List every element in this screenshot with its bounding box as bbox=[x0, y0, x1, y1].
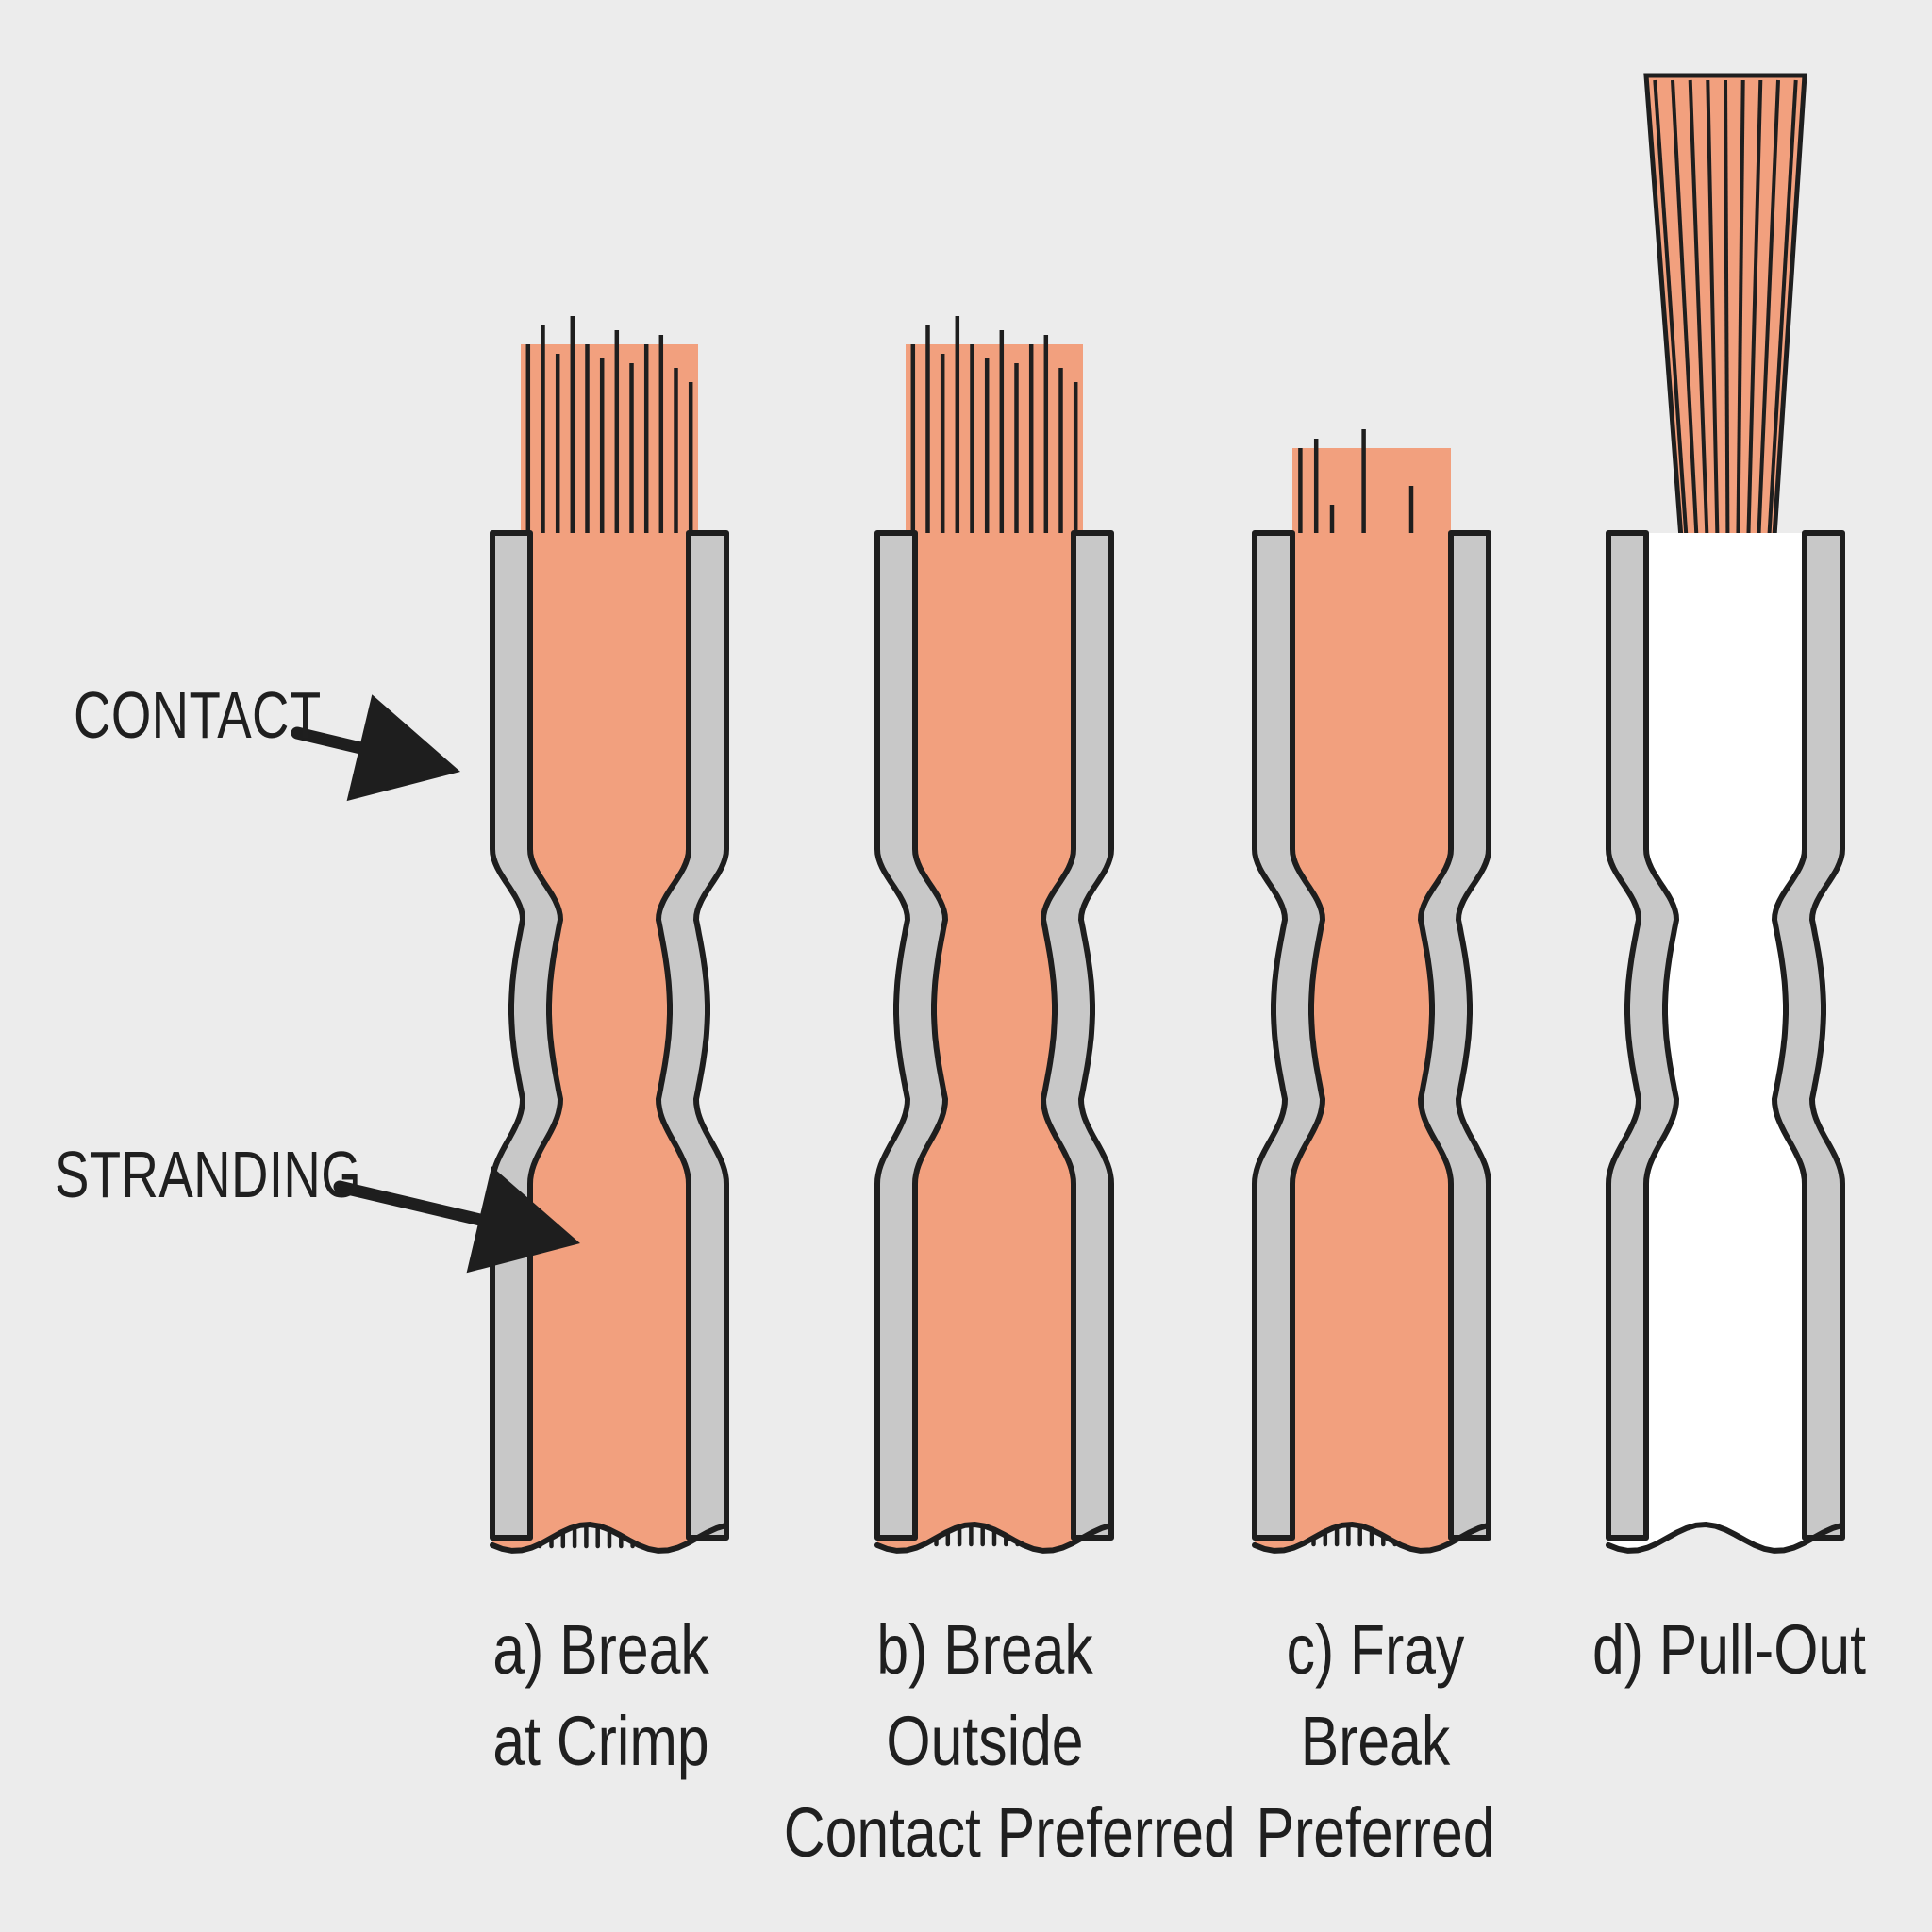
contact-c-wall-left bbox=[1252, 530, 1325, 1541]
caption-a-line-1: a) Break bbox=[492, 1610, 709, 1689]
caption-b-line-1: b) Break bbox=[876, 1610, 1093, 1689]
caption-b-line-2: Outside bbox=[886, 1702, 1084, 1780]
contact-a bbox=[490, 316, 729, 1554]
contact-b-cut-edge bbox=[874, 1521, 1114, 1554]
contact-c bbox=[1252, 429, 1491, 1554]
contact-arrow-shaft bbox=[291, 726, 366, 755]
caption-c: c) Fray Break Preferred bbox=[1130, 1604, 1621, 1878]
contact-a-wall-right bbox=[656, 530, 729, 1541]
stranding-label: STRANDING bbox=[55, 1138, 362, 1211]
contact-a-cut-edge bbox=[490, 1521, 729, 1554]
caption-c-line-3: Preferred bbox=[1256, 1793, 1495, 1872]
contact-b-bore bbox=[877, 533, 1111, 1551]
stranding-arrow-shaft bbox=[333, 1180, 486, 1226]
caption-c-line-2: Break bbox=[1300, 1702, 1451, 1780]
contact-d-wall-right bbox=[1772, 530, 1845, 1541]
contact-d-wall-left bbox=[1606, 530, 1679, 1541]
contact-c-wall-right bbox=[1418, 530, 1491, 1541]
caption-d-line-1: d) Pull-Out bbox=[1591, 1610, 1866, 1689]
contact-label: CONTACT bbox=[74, 678, 322, 752]
caption-d: d) Pull-Out bbox=[1484, 1604, 1932, 1695]
contact-c-cut-edge bbox=[1252, 1521, 1491, 1554]
contact-c-bore bbox=[1255, 533, 1489, 1551]
stranding-arrow-head bbox=[466, 1166, 580, 1274]
contact-b-wall-left bbox=[874, 530, 948, 1541]
contact-b bbox=[874, 316, 1114, 1554]
caption-c-line-1: c) Fray bbox=[1286, 1610, 1465, 1689]
caption-b: b) Break Outside Contact Preferred bbox=[740, 1604, 1236, 1878]
contact-arrow-head bbox=[346, 694, 460, 802]
contact-d-bore bbox=[1608, 533, 1842, 1551]
contact-a-wall-left bbox=[490, 530, 563, 1541]
contact-d-cut-edge bbox=[1606, 1521, 1845, 1554]
contact-d bbox=[1606, 73, 1845, 1554]
contact-a-bore bbox=[492, 533, 726, 1551]
caption-a-line-2: at Crimp bbox=[492, 1702, 709, 1780]
caption-b-line-3: Contact Preferred bbox=[783, 1793, 1236, 1872]
contact-b-wall-right bbox=[1041, 530, 1114, 1541]
caption-a: a) Break at Crimp bbox=[356, 1604, 846, 1787]
